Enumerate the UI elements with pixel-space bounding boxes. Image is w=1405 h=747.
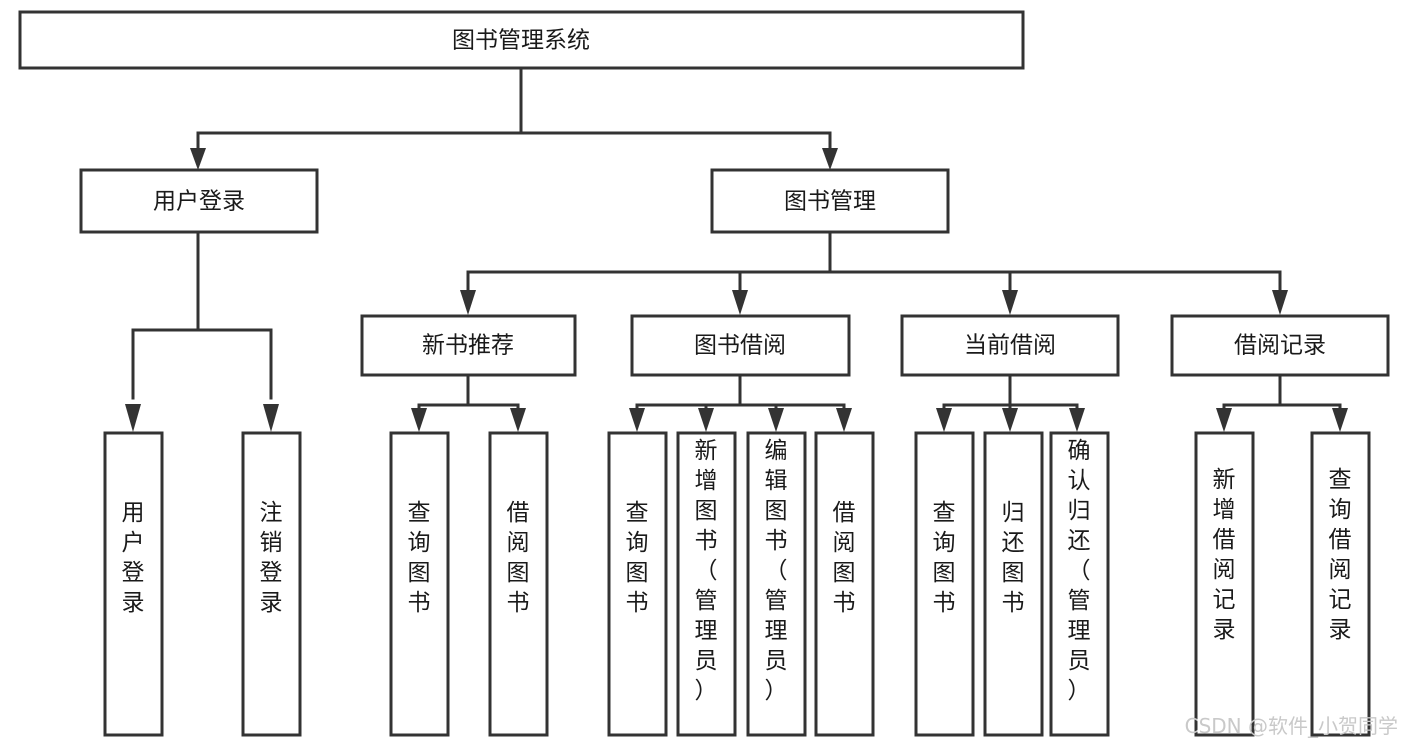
leaf-user-login-1[interactable]: 用户登录 [103, 431, 164, 737]
node-new-book-recommend[interactable]: 新书推荐 [360, 314, 577, 377]
leaf-current-query-rect [914, 431, 975, 737]
arrowhead-cb-leaf3 [1069, 408, 1085, 432]
leaf-current-return-label: 归还图书 [1002, 500, 1025, 616]
arrowhead-leaf-logout [263, 404, 279, 432]
node-root-rect [18, 10, 1025, 70]
leaf-record-add[interactable]: 新增借阅记录 [1194, 431, 1255, 737]
leaf-borrow-edit-label: 编辑图书（管理员） [765, 438, 788, 704]
leaf-current-query[interactable]: 查询图书 [914, 431, 975, 737]
leaf-newbook-query-rect [389, 431, 450, 737]
arrowhead-user-login [190, 148, 206, 170]
arrowhead-bb-leaf3 [768, 408, 784, 432]
arrowhead-current-borrow [1002, 290, 1018, 315]
leaf-current-confirm-label: 确认归还（管理员） [1068, 438, 1091, 704]
node-root-label: 图书管理系统 [452, 28, 590, 54]
leaf-record-add-label: 新增借阅记录 [1213, 467, 1236, 643]
node-book-borrow-rect [630, 314, 851, 377]
node-new-book-recommend-rect [360, 314, 577, 377]
node-user-login[interactable]: 用户登录 [79, 168, 319, 234]
node-user-login-rect [79, 168, 319, 234]
leaf-current-query-label: 查询图书 [933, 500, 956, 616]
leaf-record-query-label: 查询借阅记录 [1329, 467, 1352, 643]
arrowhead-bb-leaf4 [836, 408, 852, 432]
arrowhead-nb-leaf2 [510, 408, 526, 432]
leaf-borrow-query[interactable]: 查询图书 [607, 431, 668, 737]
leaf-borrow-add[interactable]: 新增图书（管理员） [676, 431, 737, 737]
arrowhead-cb-leaf1 [936, 408, 952, 432]
leaf-borrow-edit[interactable]: 编辑图书（管理员） [746, 431, 807, 737]
leaf-user-login-1-label: 用户登录 [122, 500, 145, 616]
leaf-newbook-query-label: 查询图书 [408, 500, 431, 616]
node-current-borrow[interactable]: 当前借阅 [900, 314, 1120, 377]
arrowhead-new-book [460, 290, 476, 315]
leaf-borrow-book-rect [814, 431, 875, 737]
node-borrow-record-rect [1170, 314, 1390, 377]
arrowhead-borrow-record [1272, 290, 1288, 315]
node-borrow-record-label: 借阅记录 [1234, 333, 1326, 359]
leaf-user-logout-rect [241, 431, 302, 737]
leaf-record-add-rect [1194, 431, 1255, 737]
node-new-book-recommend-label: 新书推荐 [422, 333, 514, 359]
leaf-current-confirm-rect [1049, 431, 1110, 737]
arrowhead-cb-leaf2 [1002, 408, 1018, 432]
node-borrow-record[interactable]: 借阅记录 [1170, 314, 1390, 377]
leaf-newbook-borrow-rect [488, 431, 549, 737]
leaf-user-logout-label: 注销登录 [260, 500, 283, 616]
edge-group [125, 66, 1348, 432]
arrowhead-bb-leaf1 [629, 408, 645, 432]
arrowhead-book-mgmt [822, 148, 838, 170]
node-current-borrow-label: 当前借阅 [964, 333, 1056, 359]
leaf-borrow-query-rect [607, 431, 668, 737]
leaf-user-login-1-rect [103, 431, 164, 737]
arrowhead-br-leaf2 [1332, 408, 1348, 432]
node-book-management-label: 图书管理 [784, 189, 876, 215]
node-book-borrow-label: 图书借阅 [694, 333, 786, 359]
arrowhead-leaf-user-login [125, 404, 141, 432]
leaf-borrow-book[interactable]: 借阅图书 [814, 431, 875, 737]
leaf-borrow-add-label: 新增图书（管理员） [695, 438, 718, 704]
leaf-record-query[interactable]: 查询借阅记录 [1310, 431, 1371, 737]
leaf-current-return-rect [983, 431, 1044, 737]
leaf-borrow-edit-rect [746, 431, 807, 737]
node-current-borrow-rect [900, 314, 1120, 377]
leaf-current-confirm[interactable]: 确认归还（管理员） [1049, 431, 1110, 737]
leaf-borrow-book-label: 借阅图书 [833, 500, 856, 616]
node-book-management-rect [710, 168, 950, 234]
leaf-record-query-rect [1310, 431, 1371, 737]
leaf-borrow-query-label: 查询图书 [626, 500, 649, 616]
leaf-borrow-add-rect [676, 431, 737, 737]
leaf-current-return[interactable]: 归还图书 [983, 431, 1044, 737]
leaf-user-logout[interactable]: 注销登录 [241, 431, 302, 737]
arrowhead-br-leaf1 [1216, 408, 1232, 432]
node-user-login-label: 用户登录 [153, 189, 245, 215]
arrowhead-bb-leaf2 [698, 408, 714, 432]
node-book-borrow[interactable]: 图书借阅 [630, 314, 851, 377]
csdn-watermark: CSDN @软件_小贺同学 [1185, 714, 1398, 738]
arrowhead-book-borrow [732, 290, 748, 315]
arrowhead-nb-leaf1 [411, 408, 427, 432]
node-root-system[interactable]: 图书管理系统 [18, 10, 1025, 70]
node-book-management[interactable]: 图书管理 [710, 168, 950, 234]
leaf-newbook-query[interactable]: 查询图书 [389, 431, 450, 737]
leaf-newbook-borrow-label: 借阅图书 [507, 500, 530, 616]
leaf-newbook-borrow[interactable]: 借阅图书 [488, 431, 549, 737]
